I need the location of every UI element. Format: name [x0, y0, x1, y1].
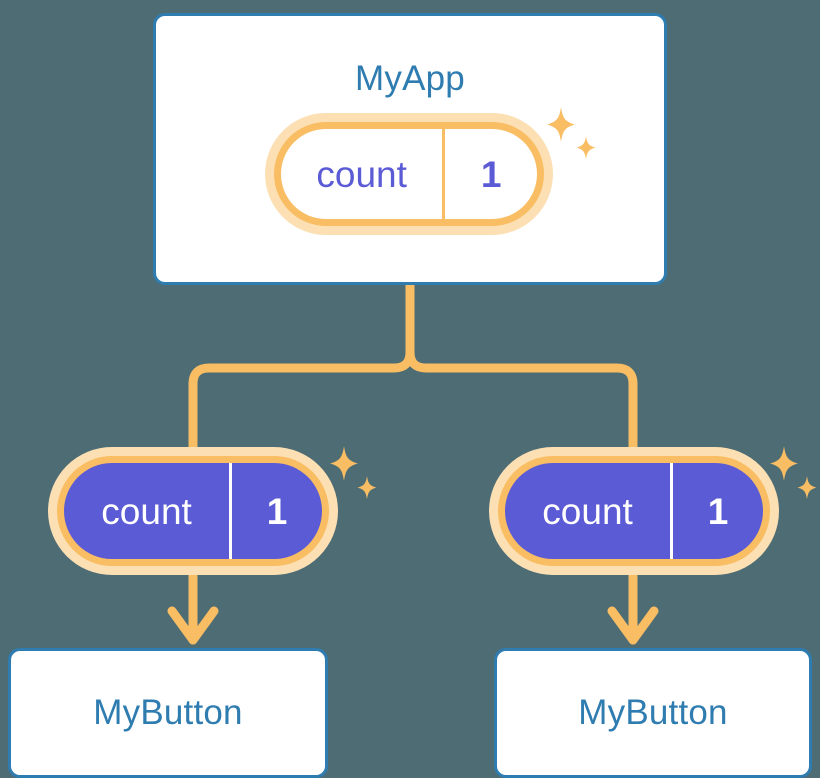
state-value-label: 1	[229, 463, 322, 559]
state-pill-root[interactable]: count 1	[265, 113, 553, 235]
arrow-down-icon-right-head	[607, 606, 659, 645]
state-pill-child-left[interactable]: count 1	[48, 447, 338, 575]
page-title: MyApp	[355, 59, 465, 98]
child-component-card-left[interactable]: MyButton	[8, 648, 328, 778]
state-pill-body: count 1	[64, 463, 322, 559]
connector-split-icon	[188, 280, 415, 452]
state-key-label: count	[542, 490, 633, 532]
connector-branch-right	[405, 347, 638, 452]
child-component-title: MyButton	[93, 693, 243, 732]
state-value-label: 1	[442, 129, 537, 219]
state-key-label: count	[101, 490, 192, 532]
state-pill-ring: count 1	[57, 456, 329, 566]
state-key-label: count	[316, 153, 407, 195]
state-pill-child-right[interactable]: count 1	[489, 447, 779, 575]
state-pill-body: count 1	[505, 463, 763, 559]
arrow-down-icon-left-head	[167, 606, 219, 645]
state-value-label: 1	[670, 463, 763, 559]
child-component-title: MyButton	[578, 693, 728, 732]
child-component-card-right[interactable]: MyButton	[494, 648, 812, 778]
state-pill-body: count 1	[281, 129, 537, 219]
state-pill-ring: count 1	[274, 122, 544, 226]
state-pill-ring: count 1	[498, 456, 770, 566]
